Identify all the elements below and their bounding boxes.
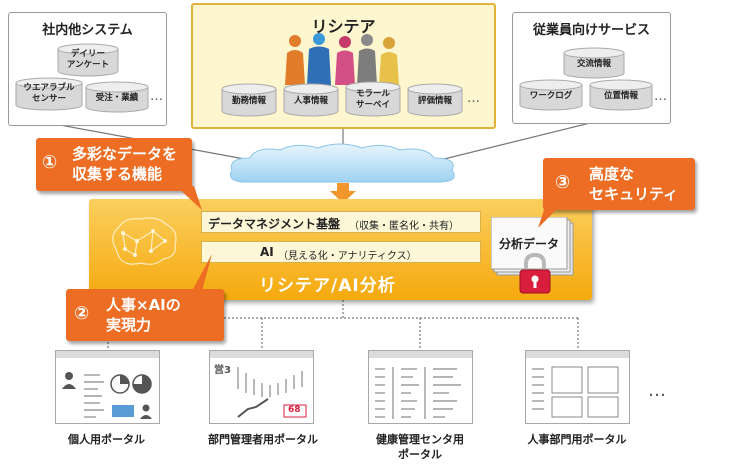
layout-wireframe [532, 366, 619, 418]
portal-label-hr-dept: 人事部門用ポータル [527, 433, 627, 446]
cylinder-daily-survey: デイリー アンケート [57, 43, 119, 77]
ai-sub: （見える化・アナリティクス） [278, 251, 417, 262]
brain-icon [112, 217, 177, 265]
more-dots: … [467, 91, 481, 106]
portal-label-personal: 個人用ポータル [68, 433, 145, 446]
cylinder-orders: 受注・業績 [85, 81, 149, 113]
callout-security: ③ 高度な セキュリティ [543, 158, 695, 210]
data-management-bar: データマネジメント基盤 （収集・匿名化・共有） [201, 211, 481, 233]
callout-pointer [176, 186, 202, 210]
chat-icon [112, 404, 152, 419]
cylinder-label: モラール サーベイ [355, 89, 390, 110]
list-lines [84, 374, 104, 418]
platform-title: リシテア/AI分析 [259, 276, 396, 296]
cylinder-label: デイリー アンケート [66, 49, 110, 70]
callout-pointer [538, 204, 562, 228]
internal-systems-box: 社内他システム デイリー アンケート ウエアラブル センサー 受注・業績 … [8, 12, 167, 126]
cylinder-attendance: 勤務情報 [221, 83, 277, 117]
lysithea-box: リシテア 勤務情報 人事情報 モラール サーベイ 評価情報 … [191, 3, 496, 129]
person-icon [62, 372, 76, 389]
document-stack-icon [491, 217, 574, 276]
portal-screen-hr-dept [525, 350, 630, 424]
data-management-label: データマネジメント基盤 [208, 217, 341, 231]
portal-label-health-center: 健康管理センタ用 ポータル [376, 433, 464, 461]
cylinder-work-log: ワークログ [519, 79, 583, 111]
callout-pointer [192, 254, 212, 291]
more-dots: … [648, 380, 667, 401]
more-dots: … [654, 89, 668, 104]
callout-hr-ai: ② 人事×AIの 実現力 [66, 289, 224, 341]
ai-label: AI [260, 245, 274, 259]
portal-screen-text: 営3 [214, 365, 231, 376]
cylinder-label: 位置情報 [603, 91, 638, 101]
employee-services-title: 従業員向けサービス [532, 23, 650, 38]
line-chart-icon [237, 367, 307, 418]
analysis-data-label: 分析データ [499, 237, 560, 251]
cylinder-evaluation: 評価情報 [407, 83, 463, 117]
callout-number: ① [42, 152, 58, 173]
portal-screen-dept-manager: 営3 68 [209, 350, 314, 424]
callout-data-collection: ① 多彩なデータを 収集する機能 [36, 138, 192, 191]
pie-chart-icon [110, 374, 152, 394]
callout-text: 人事×AIの 実現力 [106, 296, 181, 334]
callout-text: 多彩なデータを 収集する機能 [72, 145, 178, 183]
cylinder-morale-survey: モラール サーベイ [345, 81, 401, 117]
callout-text: 高度な セキュリティ [589, 165, 679, 203]
lysithea-title: リシテア [311, 17, 376, 36]
cylinder-label: 交流情報 [576, 59, 611, 69]
cylinder-personnel: 人事情報 [283, 83, 339, 117]
portal-label-dept-manager: 部門管理者用ポータル [208, 433, 318, 446]
more-dots: … [150, 89, 164, 104]
cylinder-location-info: 位置情報 [589, 79, 653, 111]
cylinder-wearable-sensor: ウエアラブル センサー [15, 77, 83, 111]
lysithea-ai-platform: データマネジメント基盤 （収集・匿名化・共有） AI （見える化・アナリティクス… [89, 199, 592, 300]
callout-number: ③ [555, 172, 571, 193]
portal-screen-health-center [368, 350, 473, 424]
table-lines [375, 367, 461, 419]
employee-services-box: 従業員向けサービス 交流情報 ワークログ 位置情報 … [512, 12, 671, 124]
cylinder-label: 勤務情報 [231, 96, 266, 106]
internal-systems-title: 社内他システム [42, 23, 133, 38]
people-illustration [285, 33, 399, 85]
cylinder-label: 人事情報 [293, 96, 328, 106]
ai-bar: AI （見える化・アナリティクス） [201, 241, 481, 263]
cylinder-label: 評価情報 [417, 96, 452, 106]
callout-number: ② [74, 303, 90, 324]
cylinder-exchange-info: 交流情報 [563, 47, 625, 79]
portal-screen-value: 68 [288, 405, 301, 415]
cloud-icon [229, 143, 455, 183]
cylinder-label: 受注・業績 [95, 93, 139, 103]
data-management-sub: （収集・匿名化・共有） [349, 221, 459, 232]
cylinder-label: ワークログ [529, 91, 573, 101]
portal-screen-personal [55, 350, 160, 424]
down-arrow-icon [330, 183, 356, 203]
cylinder-label: ウエアラブル センサー [23, 83, 75, 104]
lock-icon [519, 253, 551, 294]
